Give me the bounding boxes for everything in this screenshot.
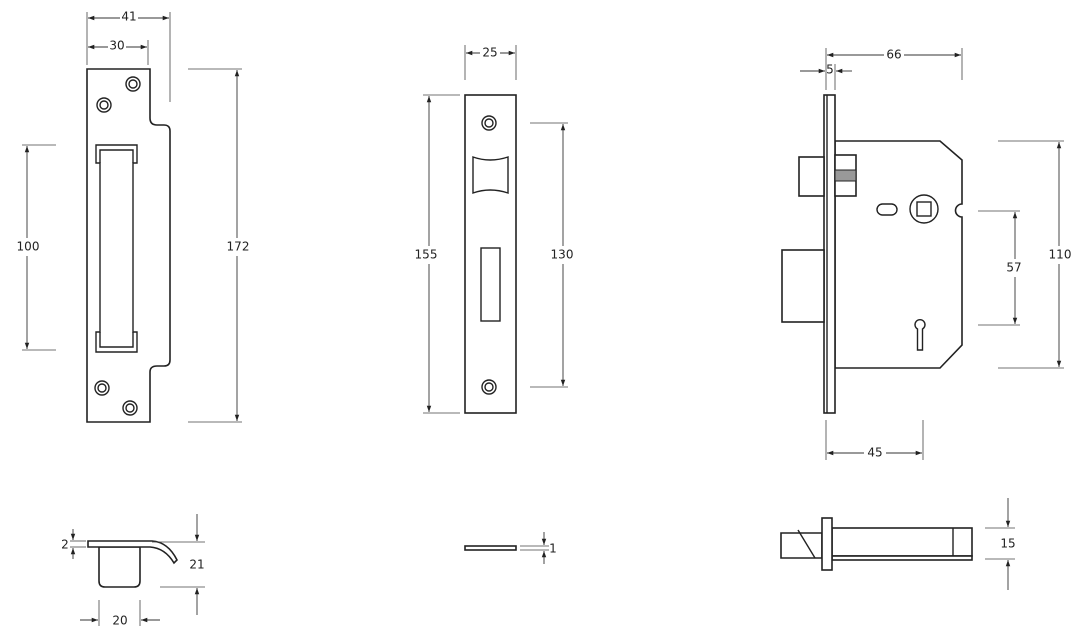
dimension-label: 15 [1000,537,1015,551]
dimension-label: 130 [551,248,574,262]
strike-plate-front [86,68,171,423]
dimension-label: 5 [826,63,834,77]
dimension-strike-width-41: 41 [86,10,171,102]
dimension-label: 155 [415,248,438,262]
slot-icon [876,203,898,216]
dimension-label: 100 [17,240,40,254]
dimension-case-depth-45: 45 [825,420,924,460]
dimension-body-height-110: 110 [998,140,1075,369]
dimension-strike-plate-30: 30 [88,39,149,65]
dimension-strike-box-20: 20 [80,600,160,628]
dimension-strike-slot-100: 100 [14,144,56,351]
dimension-label: 1 [549,542,557,556]
dimension-strike-thickness-2: 2 [61,529,86,559]
dimension-label: 20 [112,614,127,628]
dimension-strike-height-172: 172 [188,68,250,423]
screw-hole-icon [481,379,497,395]
dimension-case-thickness-15: 15 [985,498,1016,590]
dimension-forend-width-25: 25 [464,45,517,80]
dimension-label: 41 [121,10,136,24]
dimension-label: 30 [109,39,124,53]
latch-bolt [798,156,825,197]
screw-hole-icon [94,380,110,396]
lock-body-side [780,517,973,571]
forend-front [464,94,517,414]
dimension-label: 66 [886,48,901,62]
screw-hole-icon [122,400,138,416]
dimension-forend-thickness-5: 5 [800,63,852,90]
dimension-label: 172 [227,240,250,254]
screw-hole-icon [481,115,497,131]
screw-hole-icon [96,97,112,113]
dimension-label: 110 [1049,248,1072,262]
dimension-strike-lip-21: 21 [152,514,205,615]
dimension-label: 2 [61,538,69,552]
forend-side [464,545,517,551]
dimension-backset-66: 66 [825,48,963,90]
dimension-forend-screw-130: 130 [530,122,578,388]
dimension-centres-57: 57 [978,210,1028,326]
screw-hole-icon [125,76,141,92]
dead-bolt [781,249,825,323]
dimension-forend-height-155: 155 [414,94,460,414]
dimension-forend-thickness-1: 1 [520,532,557,564]
lock-body-front [781,94,963,414]
strike-plate-side [87,540,178,588]
spindle-icon [909,194,939,224]
keyhole-icon [914,319,926,351]
dimension-label: 21 [189,558,204,572]
dimension-label: 57 [1006,261,1021,275]
dimension-label: 25 [482,46,497,60]
dimension-label: 45 [867,446,882,460]
